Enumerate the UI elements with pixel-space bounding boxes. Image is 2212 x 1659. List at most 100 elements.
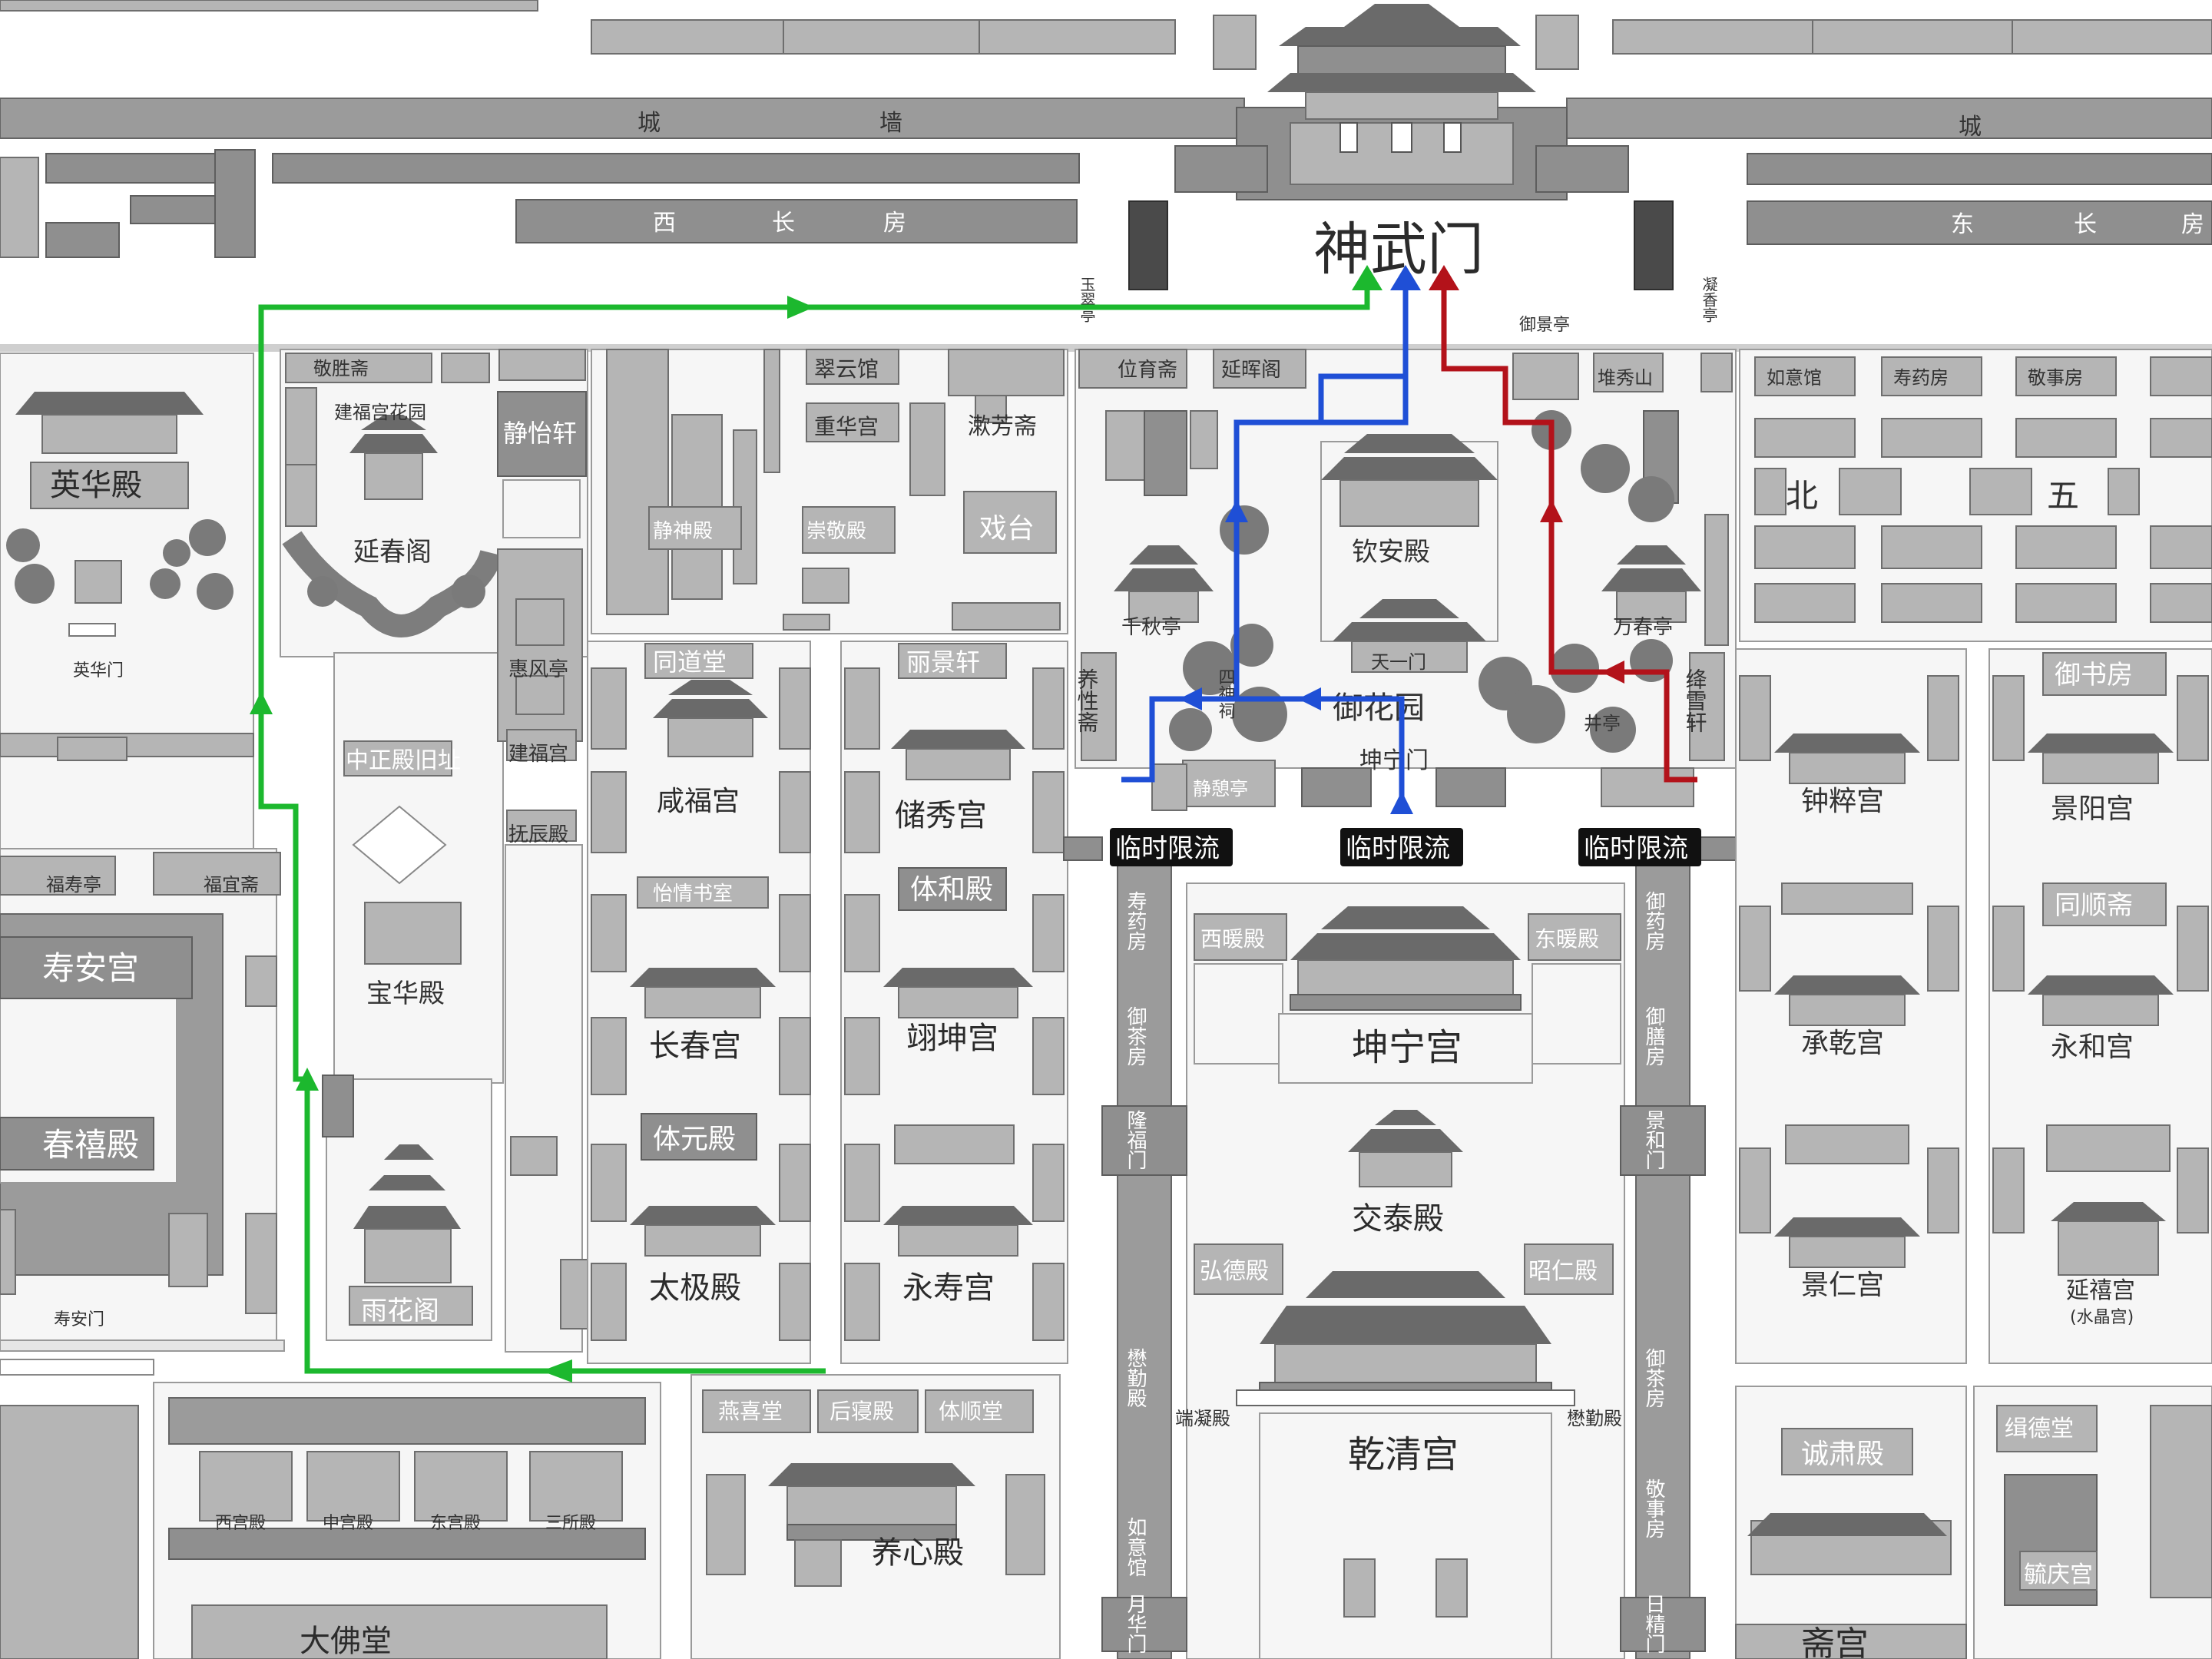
jingyi-label: 静怡轩 <box>503 419 577 448</box>
qianqiu-label: 千秋亭 <box>1121 616 1181 639</box>
hongde-label: 弘德殿 <box>1200 1258 1269 1285</box>
zhongcui-label: 钟粹宫 <box>1801 786 1884 817</box>
weiyu-label: 位育斋 <box>1118 359 1177 382</box>
wu-label: 五 <box>2047 477 2079 515</box>
north-label: 北 <box>1786 477 1818 515</box>
blue-arrow-west-2 <box>1179 687 1202 710</box>
gate-title: 神武门 <box>1313 217 1484 283</box>
chengsu-label: 诚肃殿 <box>1801 1439 1884 1470</box>
red-route <box>1441 276 1697 783</box>
west-longhouse-1: 西 <box>653 210 676 237</box>
yangxin-label: 养心殿 <box>872 1535 964 1571</box>
yucui-pavilion-label: 玉翠亭 <box>1078 276 1096 323</box>
dongnuan-label: 东暖殿 <box>1535 926 1599 952</box>
zhaishi-label: 缉德堂 <box>2005 1416 2074 1442</box>
sansuo-label: 三所殿 <box>545 1514 596 1533</box>
green-arrow-east <box>787 296 814 319</box>
yonghe-label: 永和宫 <box>2051 1031 2134 1063</box>
flow-limit-text-east: 临时限流 <box>1584 833 1688 864</box>
chonghua-label: 重华宫 <box>814 414 879 439</box>
fushou-label: 福寿亭 <box>46 874 101 896</box>
blue-arrow-north <box>1225 499 1248 522</box>
yucha-west-label: 御茶房 <box>1124 1006 1147 1066</box>
maoqin-label: 懋勤殿 <box>1567 1408 1622 1429</box>
blue-route-spur <box>1318 373 1406 422</box>
xigong-label: 西宫殿 <box>215 1514 266 1533</box>
chongjing-label: 崇敬殿 <box>806 520 866 543</box>
jianfu-palace-label: 建福宫 <box>508 743 568 766</box>
blue-arrow-gate <box>1390 791 1413 814</box>
yilan-label: 怡情书室 <box>653 882 733 906</box>
south-west-area <box>0 1374 1061 1659</box>
qin-an-label: 钦安殿 <box>1352 537 1430 568</box>
jiaotai-label: 交泰殿 <box>1352 1201 1444 1237</box>
ningxiang-pavilion-label: 凝香亭 <box>1700 276 1718 323</box>
shufang-label: 漱芳斋 <box>968 413 1037 440</box>
jianfu-area <box>280 349 588 1353</box>
blue-arrow-west-1 <box>1298 687 1321 710</box>
wall-label-1: 城 <box>637 110 661 137</box>
green-arrow-north-1 <box>250 691 273 714</box>
rijing-label: 日精门 <box>1642 1594 1665 1654</box>
zhaigong-label: 斋宫 <box>1801 1624 1869 1659</box>
cuiyun-label: 翠云馆 <box>814 356 879 382</box>
jingshen-label: 静神殿 <box>653 520 713 543</box>
yinghua-hall-label: 英华殿 <box>50 468 142 503</box>
yikun-label: 翊坤宫 <box>906 1021 998 1056</box>
east-area <box>1735 349 2212 1659</box>
xitai-label: 戏台 <box>979 513 1035 545</box>
wanchun-label: 万春亭 <box>1613 616 1673 639</box>
tianyi-label: 天一门 <box>1371 651 1426 673</box>
yucha-east-label: 御茶房 <box>1642 1348 1665 1408</box>
green-route <box>258 273 1370 1374</box>
west-longhouse-3: 房 <box>883 210 906 237</box>
houdian-label: 后寝殿 <box>830 1399 894 1424</box>
tishun-label: 体顺堂 <box>939 1399 1003 1424</box>
chuxiu-label: 储秀宫 <box>895 798 987 833</box>
flow-limit-text-west: 临时限流 <box>1115 833 1220 864</box>
xianfu-label: 咸福宫 <box>657 786 740 817</box>
yongshou-label: 永寿宫 <box>902 1270 995 1306</box>
tongshun-label: 同顺斋 <box>2055 890 2133 921</box>
baohua-label: 宝华殿 <box>366 979 445 1009</box>
fuyi-label: 福宜斋 <box>204 874 259 896</box>
jingting-label: 井亭 <box>1584 713 1621 734</box>
flow-limit-tag-west: 临时限流 <box>1110 828 1233 866</box>
jingshi-label: 敬事房 <box>1642 1479 1665 1538</box>
west-six-palaces <box>587 349 1068 1364</box>
blue-route-main <box>1121 696 1405 814</box>
yushufang-label: 御书房 <box>2055 660 2133 690</box>
xinuan-label: 西暖殿 <box>1200 926 1265 952</box>
yaofang-label: 御药房 <box>1642 891 1665 951</box>
yinghua-gate-label: 英华门 <box>73 661 124 680</box>
flow-limit-text-center: 临时限流 <box>1346 833 1450 864</box>
green-arrow-west <box>541 1359 572 1382</box>
yanxi-label: 延禧宫 <box>2066 1277 2135 1304</box>
north-road <box>0 344 2212 352</box>
west-longhouse-2: 长 <box>772 210 795 237</box>
chengqian-label: 承乾宫 <box>1801 1028 1884 1059</box>
huifeng-label: 惠风亭 <box>508 658 568 681</box>
tihe-label: 体和殿 <box>910 874 993 906</box>
fuchen-label: 抚辰殿 <box>508 823 568 846</box>
yuhuayuan-label: 御花园 <box>1333 690 1425 726</box>
yujing-label: 御景亭 <box>1519 316 1570 335</box>
taiji-label: 太极殿 <box>649 1270 741 1306</box>
sishen-label: 四神祠 <box>1216 668 1236 719</box>
wall-label-2: 墙 <box>879 110 902 137</box>
duanning-label: 端凝殿 <box>1175 1408 1230 1429</box>
tiyuan-label: 体元殿 <box>653 1124 736 1155</box>
qianqing-label: 乾清宫 <box>1348 1433 1459 1476</box>
maoqin-west-label: 懋勤殿 <box>1124 1348 1147 1408</box>
yanxi-sub-label: (水晶宫) <box>2070 1308 2134 1327</box>
dafotang-label: 大佛堂 <box>300 1624 392 1659</box>
shouan-palace-label: 寿安宫 <box>42 949 139 987</box>
axis-corridors <box>1063 836 1737 1659</box>
jinghe-label: 景和门 <box>1642 1110 1665 1170</box>
shouyao-east-label: 寿药房 <box>1893 367 1949 389</box>
kunning-label: 坤宁宫 <box>1352 1026 1462 1069</box>
east-longhouse-2: 长 <box>2074 211 2097 238</box>
tongdao-label: 同道堂 <box>653 647 727 677</box>
shouan-gate-label: 寿安门 <box>54 1310 104 1330</box>
